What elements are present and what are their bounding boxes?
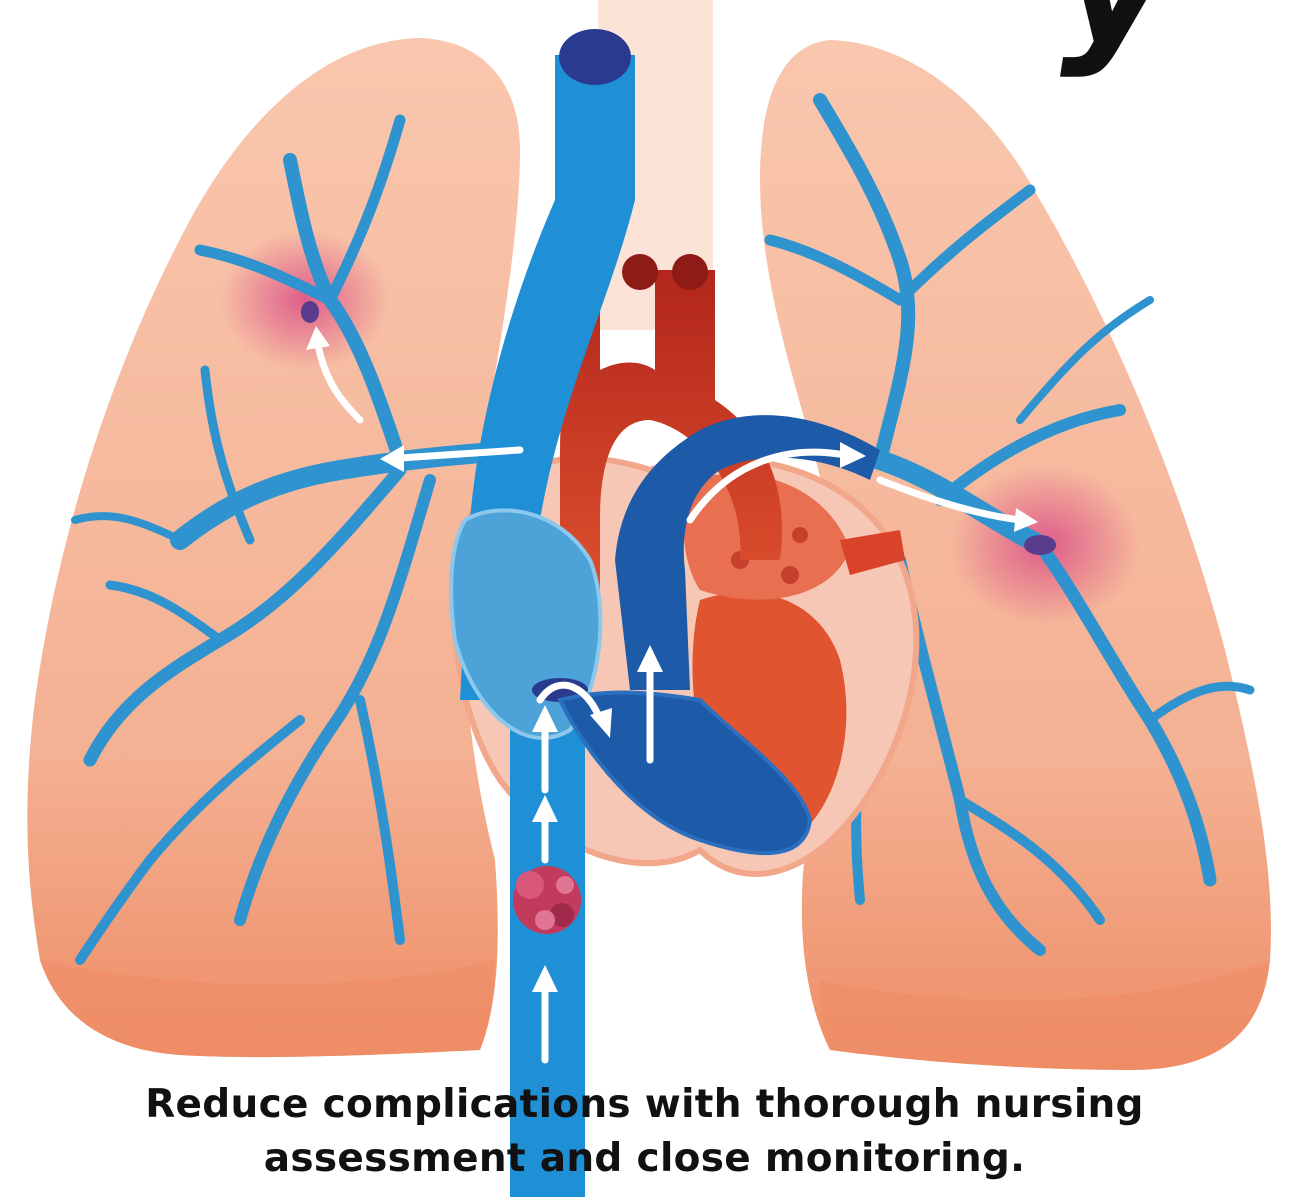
superior-vena-cava-opening [559,29,631,85]
blood-clot-icon [513,866,581,934]
caption-line-1: Reduce complications with thorough nursi… [0,1078,1289,1132]
left-lung [27,38,520,1057]
embolus-icon [301,301,319,323]
title-fragment: y [1060,0,1177,81]
caption: Reduce complications with thorough nursi… [0,1078,1289,1186]
caption-line-2: assessment and close monitoring. [0,1132,1289,1186]
aorta-branch [672,254,708,290]
embolus-icon [1024,535,1056,555]
aorta-branch [622,254,658,290]
